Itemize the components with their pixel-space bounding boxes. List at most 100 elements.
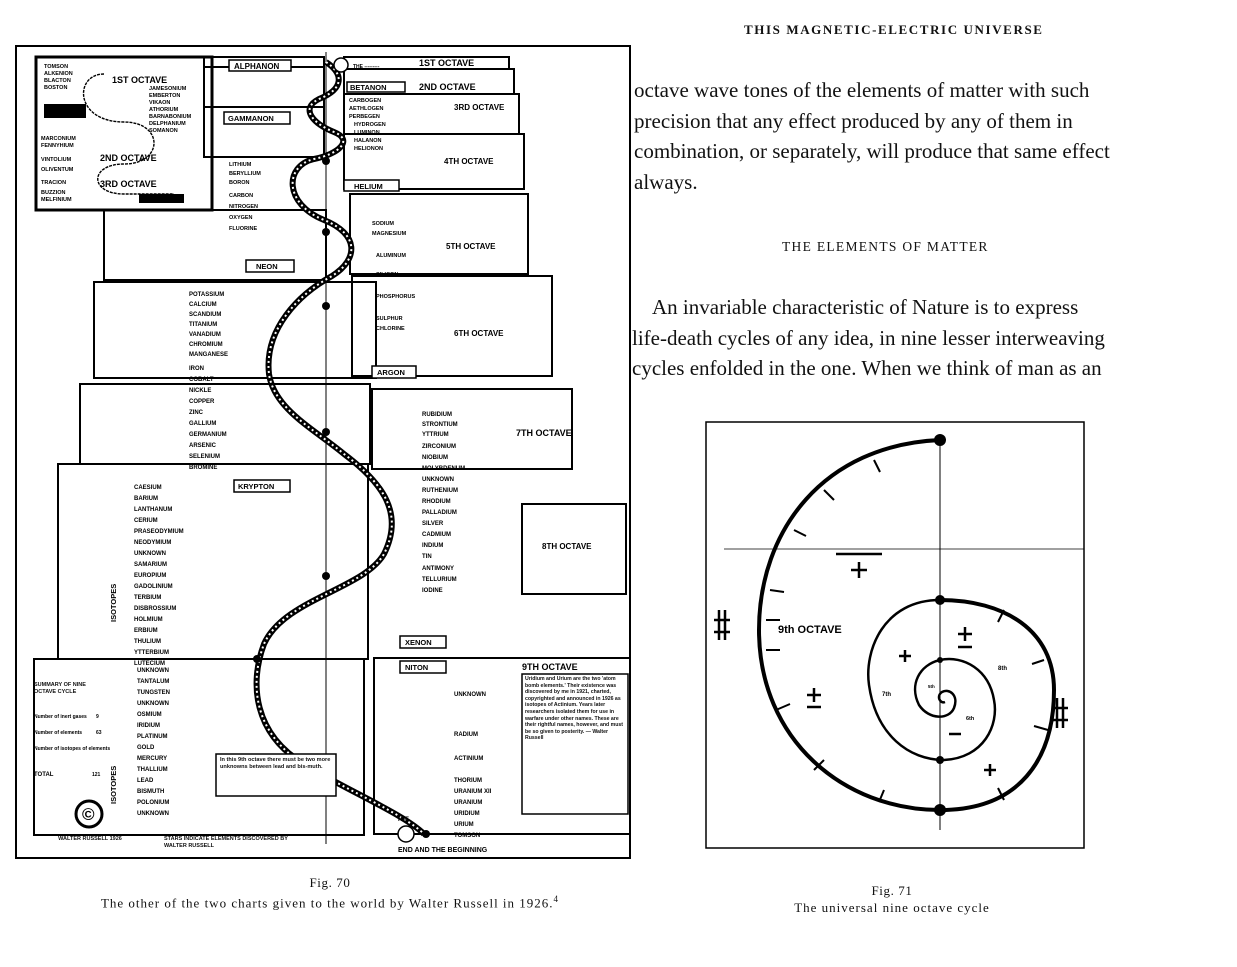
neon-label: NEON [256,262,278,271]
svg-text:AETHLOGEN: AETHLOGEN [349,106,384,112]
tr-elements: CARBOGEN AETHLOGEN PERBEGEN HYDROGEN LUM… [349,98,386,152]
tl-r-5: BARNABONIUM [149,114,192,120]
svg-text:NEODYMIUM: NEODYMIUM [134,540,171,546]
polarity-signs [714,552,1068,776]
end-beginning-label: END AND THE BEGINNING [398,847,488,854]
author-credit: WALTER RUSSELL 1926 [58,836,122,842]
svg-text:BARIUM: BARIUM [134,496,158,502]
svg-text:GALLIUM: GALLIUM [189,421,216,427]
fifth-octave-label: 5TH OCTAVE [446,242,496,251]
tl-spiral [82,73,174,195]
para1-line: precision that any effect produced by an… [634,108,1073,133]
svg-text:HYDROGEN: HYDROGEN [354,122,386,128]
tl-r-7: SOMANON [149,128,178,134]
svg-text:HOLMIUM: HOLMIUM [134,617,163,623]
para2-line: life-death cycles of any idea, in nine l… [632,325,1105,350]
xenon-label: XENON [405,638,432,647]
svg-text:THORIUM: THORIUM [454,778,482,784]
tl-el-7: VINTOLIUM [41,157,72,163]
octave-wave-track-ticks [255,61,425,835]
copyright-symbol: © [82,805,95,824]
svg-text:PALLADIUM: PALLADIUM [422,510,457,516]
fig70-title: The other of the two charts given to the… [100,895,554,911]
ninth-octave-label: 9th OCTAVE [778,624,842,636]
lithophium-box [44,104,86,118]
sixth-octave-elements: POTASSIUM CALCIUM SCANDIUM TITANIUM VANA… [189,292,228,471]
octave-chart-fig70: TOMSON ALKENION BLACTON BOSTON MARCONIUM… [15,45,631,859]
svg-text:TOTAL: TOTAL [34,772,54,778]
svg-text:URIUM: URIUM [454,822,474,828]
section-heading: THE ELEMENTS OF MATTER [782,239,989,254]
svg-text:MOLYBDENUM: MOLYBDENUM [422,466,465,472]
tl-el-9: TRACION [41,180,66,186]
svg-text:CHLORINE: CHLORINE [376,326,405,332]
fig71-nodes [934,434,946,816]
paragraph-2: An invariable characteristic of Nature i… [632,292,1160,384]
svg-text:TITANIUM: TITANIUM [189,322,217,328]
svg-text:STRONTIUM: STRONTIUM [422,422,458,428]
para1-line: combination, or separately, will produce… [634,139,1110,163]
svg-text:IRON: IRON [189,366,204,372]
tl-r-2: EMBERTON [149,93,180,99]
svg-text:SULPHUR: SULPHUR [376,316,403,322]
svg-text:Number of isotopes of elements: Number of isotopes of elements [34,746,110,752]
fifth-label: 5th [928,684,935,689]
svg-text:RUTHENIUM: RUTHENIUM [422,488,458,494]
svg-text:TANTALUM: TANTALUM [137,679,169,685]
svg-text:63: 63 [96,730,102,736]
seventh-octave-label: 7TH OCTAVE [516,428,572,438]
tl-el-10: BUZZION [41,190,65,196]
svg-text:TELLURIUM: TELLURIUM [422,577,457,583]
fig71-title: The universal nine octave cycle [794,900,990,915]
svg-text:121: 121 [92,772,101,778]
svg-text:MAGNESIUM: MAGNESIUM [372,231,407,237]
ninth-octave-spiral [756,438,1057,813]
svg-text:ALUMINUM: ALUMINUM [376,253,406,259]
sixth-label: 6th [966,716,975,722]
svg-text:INDIUM: INDIUM [422,543,443,549]
svg-text:GERMANIUM: GERMANIUM [189,432,227,438]
svg-text:UNKNOWN: UNKNOWN [454,692,486,698]
svg-text:LANTHANUM: LANTHANUM [134,507,172,513]
svg-text:9: 9 [96,714,99,720]
fig70-number: Fig. 70 [309,875,351,890]
svg-text:CARBON: CARBON [229,193,253,199]
svg-text:SILICON: SILICON [376,272,398,278]
svg-text:POTASSIUM: POTASSIUM [189,292,224,298]
svg-text:HELIONON: HELIONON [354,146,383,152]
god-sun-icon [333,57,349,73]
nine-octave-cycle-fig71: 9th OCTAVE 8th 7th 6th 5th [705,421,1085,849]
svg-text:MERCURY: MERCURY [137,756,167,762]
tl-el-6: FENNYHIUM [41,143,74,149]
sixth-octave-label: 6TH OCTAVE [454,329,504,338]
top-left-block [34,55,214,212]
svg-text:TIN: TIN [422,554,432,560]
ninth-note: Uridium and Urium are the two 'atom bomb… [525,676,623,741]
ninth-note-box [521,673,629,815]
isotopes-label-8: ISOTOPES [109,584,118,622]
para2-line: An invariable characteristic of Nature i… [652,295,1079,319]
svg-text:BISMUTH: BISMUTH [137,789,164,795]
svg-text:THALLIUM: THALLIUM [137,767,168,773]
stars-note: STARS INDICATE ELEMENTS DISCOVERED BY WA… [164,836,288,849]
svg-text:YTTRIUM: YTTRIUM [422,432,449,438]
svg-text:UNKNOWN: UNKNOWN [137,811,169,817]
svg-text:Number of inert gases: Number of inert gases [34,714,87,720]
svg-text:URIDIUM: URIDIUM [454,811,480,817]
para1-line: octave wave tones of the elements of mat… [634,78,1090,102]
svg-text:LITHIUM: LITHIUM [229,162,252,168]
svg-text:CADMIUM: CADMIUM [422,532,451,538]
fig71-frame [705,421,1085,849]
running-head: THIS MAGNETIC-ELECTRIC UNIVERSE [744,22,1044,37]
svg-text:GADOLINIUM: GADOLINIUM [134,584,173,590]
fig70-footnote-ref: 4 [553,894,560,904]
svg-text:PRASEODYMIUM: PRASEODYMIUM [134,529,184,535]
gammanon-label: GAMMANON [228,114,274,123]
isotopes-label-9: ISOTOPES [109,766,118,804]
tl-octave-1: 1ST OCTAVE [112,75,167,85]
svg-text:UNKNOWN: UNKNOWN [134,551,166,557]
svg-text:ACTINIUM: ACTINIUM [454,756,483,762]
the-label: THE --------- [353,64,380,70]
svg-text:CALCIUM: CALCIUM [189,302,217,308]
